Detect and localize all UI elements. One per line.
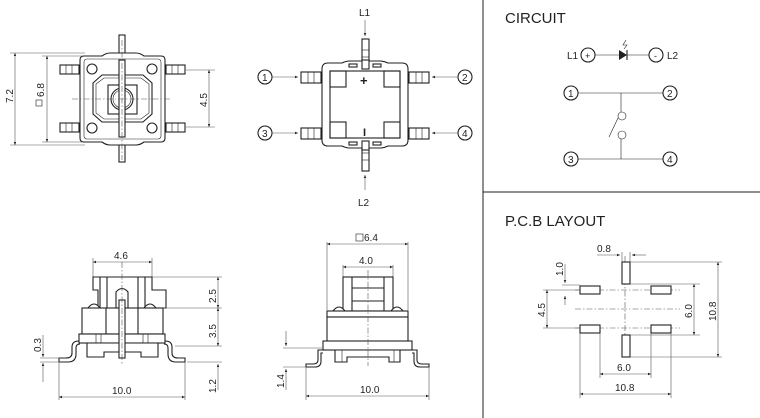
svg-text:4: 4 bbox=[462, 129, 468, 140]
square-symbol-icon bbox=[35, 99, 43, 107]
svg-text:-: - bbox=[654, 51, 657, 61]
pin-3-callout: 3 bbox=[257, 125, 298, 141]
lead-top-label: L1 bbox=[359, 8, 371, 19]
dim-body-square: 6.4 bbox=[364, 233, 378, 244]
pin-2-callout: 2 bbox=[432, 69, 473, 85]
dim-standoff: 0.3 bbox=[33, 338, 44, 352]
svg-text:3: 3 bbox=[262, 129, 268, 140]
front-view: 4.6 2.5 3.5 1.2 0.3 10.0 bbox=[33, 251, 222, 400]
led-cathode-label: L2 bbox=[667, 51, 679, 62]
pad-bottom bbox=[621, 334, 631, 358]
circuit-panel: CIRCUIT L1 + - L2 1 2 3 4 bbox=[505, 10, 679, 167]
dim-inner-vertical: 6.0 bbox=[684, 304, 695, 318]
dim-actuator-height: 2.5 bbox=[208, 289, 219, 303]
square-symbol-icon bbox=[355, 233, 364, 242]
pcb-title: P.C.B LAYOUT bbox=[505, 213, 605, 230]
led-cathode-terminal bbox=[648, 47, 664, 63]
pin-1-callout: 1 bbox=[257, 69, 298, 85]
dim-pin-pitch-label: 4.5 bbox=[199, 93, 210, 107]
dim-pitch-short: 4.5 bbox=[537, 303, 548, 317]
side-pins bbox=[59, 64, 186, 133]
circuit-terminal-4: 4 bbox=[667, 155, 673, 166]
circuit-terminal-1: 1 bbox=[568, 89, 574, 100]
dim-actuator-width: 4.0 bbox=[359, 256, 373, 267]
dim-outer-vertical: 10.8 bbox=[708, 301, 719, 321]
top-view: 7.2 6.8 4.5 bbox=[5, 34, 215, 163]
switch-contact bbox=[608, 117, 619, 138]
svg-text:2: 2 bbox=[462, 73, 468, 84]
pad-4 bbox=[650, 324, 672, 334]
pad-1 bbox=[579, 285, 601, 295]
polarity-minus: I bbox=[363, 127, 366, 139]
light-emission-icon bbox=[622, 39, 628, 50]
lead-bottom-label: L2 bbox=[358, 198, 370, 209]
dim-actuator-width: 4.6 bbox=[114, 251, 128, 262]
dim-pad-height: 1.0 bbox=[555, 262, 566, 276]
circuit-terminal-2: 2 bbox=[667, 89, 673, 100]
dim-lead-height: 1.2 bbox=[208, 379, 219, 393]
dim-outer-horizontal: 10.8 bbox=[615, 383, 635, 394]
dim-height-label: 7.2 bbox=[5, 89, 16, 103]
pin-view: L1 L2 + I 1 2 3 bbox=[257, 8, 473, 209]
dim-overall-width: 10.0 bbox=[360, 385, 380, 396]
pcb-layout-panel: P.C.B LAYOUT 0.8 1.0 4.5 6.0 10.8 bbox=[505, 213, 722, 398]
circuit-title: CIRCUIT bbox=[505, 10, 566, 27]
pad-3 bbox=[579, 324, 601, 334]
pin-4-callout: 4 bbox=[432, 125, 473, 141]
polarity-plus: + bbox=[360, 73, 368, 88]
pad-2 bbox=[650, 285, 672, 295]
dim-body-height: 3.5 bbox=[208, 324, 219, 338]
led-anode-label: L1 bbox=[567, 51, 579, 62]
svg-text:1: 1 bbox=[262, 73, 268, 84]
dim-inner-horizontal: 6.0 bbox=[617, 363, 631, 374]
dim-overall-width: 10.0 bbox=[112, 386, 132, 397]
dim-pad-width: 0.8 bbox=[597, 244, 611, 255]
side-view: 6.4 4.0 1.4 10.0 bbox=[276, 233, 430, 400]
led-diode-icon bbox=[619, 50, 627, 60]
svg-text:+: + bbox=[585, 51, 590, 61]
dim-body-label: 6.8 bbox=[36, 83, 47, 97]
pad-top bbox=[621, 261, 631, 285]
dim-lead-height: 1.4 bbox=[276, 374, 287, 388]
circuit-terminal-3: 3 bbox=[568, 155, 574, 166]
